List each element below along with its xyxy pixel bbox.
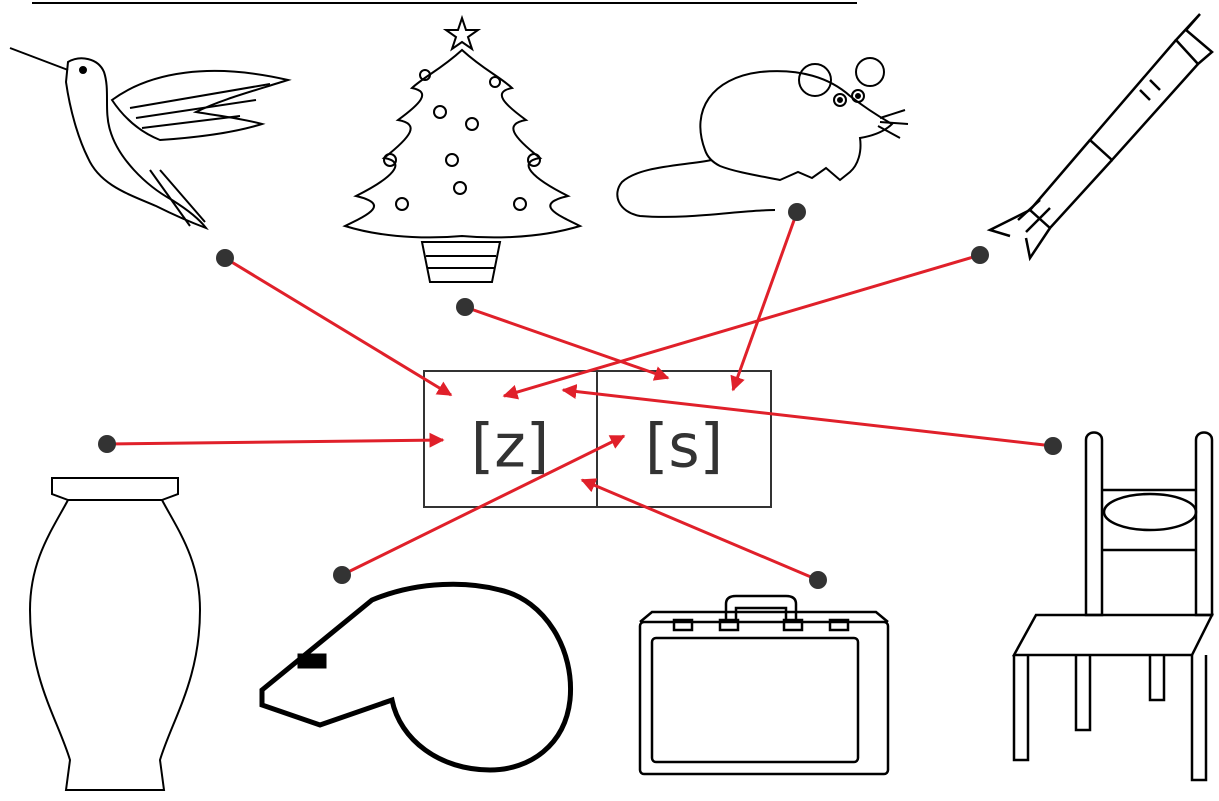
vase-arrow xyxy=(106,432,445,448)
whistle-dot[interactable] xyxy=(333,566,351,584)
vase-dot[interactable] xyxy=(98,435,116,453)
chair-arrow xyxy=(561,384,1054,448)
hummingbird-dot[interactable] xyxy=(216,249,234,267)
mouse-dot[interactable] xyxy=(788,203,806,221)
christmas-tree-picture xyxy=(342,14,583,283)
rocket-picture xyxy=(986,13,1214,262)
whistle-picture xyxy=(259,581,574,773)
hummingbird-picture xyxy=(9,47,292,231)
rocket-dot[interactable] xyxy=(971,246,989,264)
s-box-label: [s] xyxy=(645,412,723,482)
connection-arrows xyxy=(106,211,1054,582)
connection-dots xyxy=(98,203,1062,589)
christmas-tree-dot[interactable] xyxy=(456,298,474,316)
vase-picture xyxy=(28,477,202,791)
mouse-picture xyxy=(616,57,909,218)
suitcase-picture xyxy=(638,594,890,776)
hummingbird-arrow xyxy=(224,256,453,397)
z-box-label: [z] xyxy=(471,412,549,482)
christmas-tree-arrow xyxy=(464,305,670,381)
suitcase-dot[interactable] xyxy=(809,571,827,589)
rocket-arrow xyxy=(502,253,981,400)
s-box xyxy=(596,370,772,508)
whistle-arrow xyxy=(341,434,626,577)
chair-dot[interactable] xyxy=(1044,437,1062,455)
mouse-arrow xyxy=(730,211,799,392)
suitcase-arrow xyxy=(580,478,819,582)
chair-picture xyxy=(1011,431,1215,782)
